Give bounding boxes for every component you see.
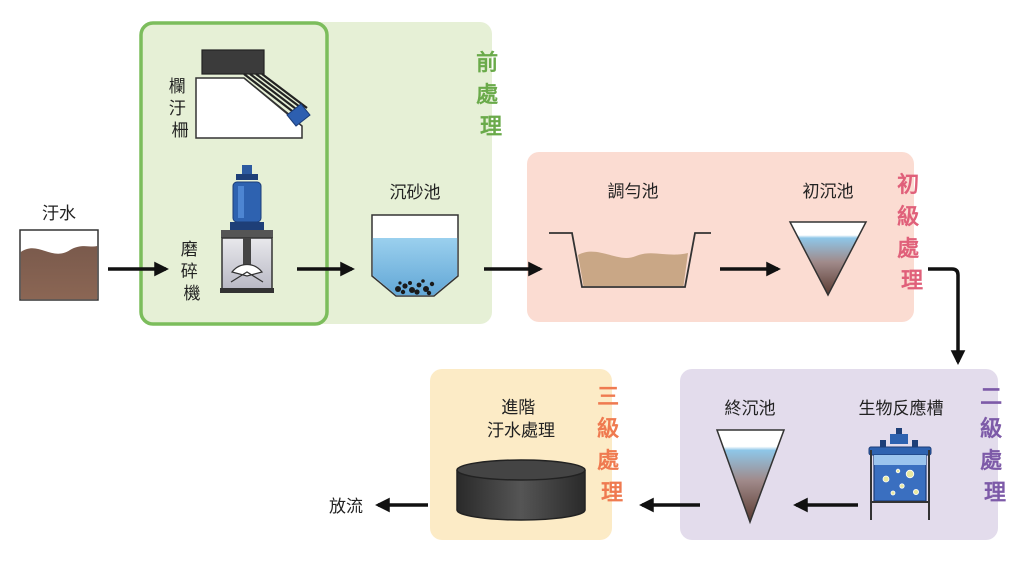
final-clarifier-icon <box>715 429 786 525</box>
secondary-title-char: 處 <box>980 449 1002 474</box>
pre-treatment-inner-frame <box>139 21 329 326</box>
pre-title-char: 處 <box>476 83 498 108</box>
advanced-treatment-line: 進階 <box>501 398 535 418</box>
pre-title-char: 理 <box>480 115 502 140</box>
discharge-label: 放流 <box>329 497 363 517</box>
primary-clarifier-icon <box>788 221 868 297</box>
equalization-basin-icon <box>549 232 711 288</box>
advanced-treatment-tank-icon <box>456 459 586 521</box>
bar-screen-char: 汙 <box>169 99 186 119</box>
tertiary-title-char: 理 <box>601 481 623 506</box>
tertiary-title-char: 級 <box>597 416 619 442</box>
grit-chamber-icon <box>371 214 459 297</box>
equalization-basin-label: 調勻池 <box>608 182 659 202</box>
primary-title-char: 初 <box>897 172 919 198</box>
primary-treatment-title: 初 級 處 理 <box>897 172 927 294</box>
bar-screen-icon <box>195 49 311 139</box>
tertiary-title-char: 三 <box>597 385 619 410</box>
primary-title-char: 級 <box>897 204 919 230</box>
flow-arrow <box>928 267 966 365</box>
grinder-char: 磨 <box>181 240 198 260</box>
biological-reactor-label: 生物反應槽 <box>859 398 944 419</box>
bar-screen-char: 柵 <box>172 121 189 141</box>
grinder-char: 碎 <box>181 262 198 282</box>
secondary-title-char: 理 <box>984 481 1006 506</box>
grinder-icon <box>220 165 274 293</box>
pre-treatment-title: 前 處 理 <box>476 50 506 140</box>
advanced-treatment-line: 汙水處理 <box>487 421 555 441</box>
primary-title-char: 理 <box>901 269 923 294</box>
secondary-title-char: 級 <box>980 416 1002 442</box>
grinder-char: 機 <box>184 284 201 304</box>
wastewater-label: 汙水 <box>42 204 76 224</box>
bar-screen-char: 欄 <box>169 77 186 97</box>
secondary-treatment-title: 二 級 處 理 <box>980 385 1010 506</box>
final-clarifier-label: 終沉池 <box>725 399 776 419</box>
primary-clarifier-label: 初沉池 <box>803 182 854 202</box>
grit-chamber-label: 沉砂池 <box>390 183 441 203</box>
pre-title-char: 前 <box>476 50 498 76</box>
advanced-treatment-label: 進階 汙水處理 <box>487 398 555 441</box>
tertiary-title-char: 處 <box>597 449 619 474</box>
primary-title-char: 處 <box>897 237 919 262</box>
tertiary-treatment-title: 三 級 處 理 <box>597 385 627 506</box>
grinder-label: 磨 碎 機 <box>181 240 203 304</box>
wastewater-tank-icon <box>19 229 99 301</box>
secondary-title-char: 二 <box>980 385 1002 410</box>
bar-screen-label: 欄 汙 柵 <box>169 77 191 141</box>
biological-reactor-icon <box>868 428 932 520</box>
